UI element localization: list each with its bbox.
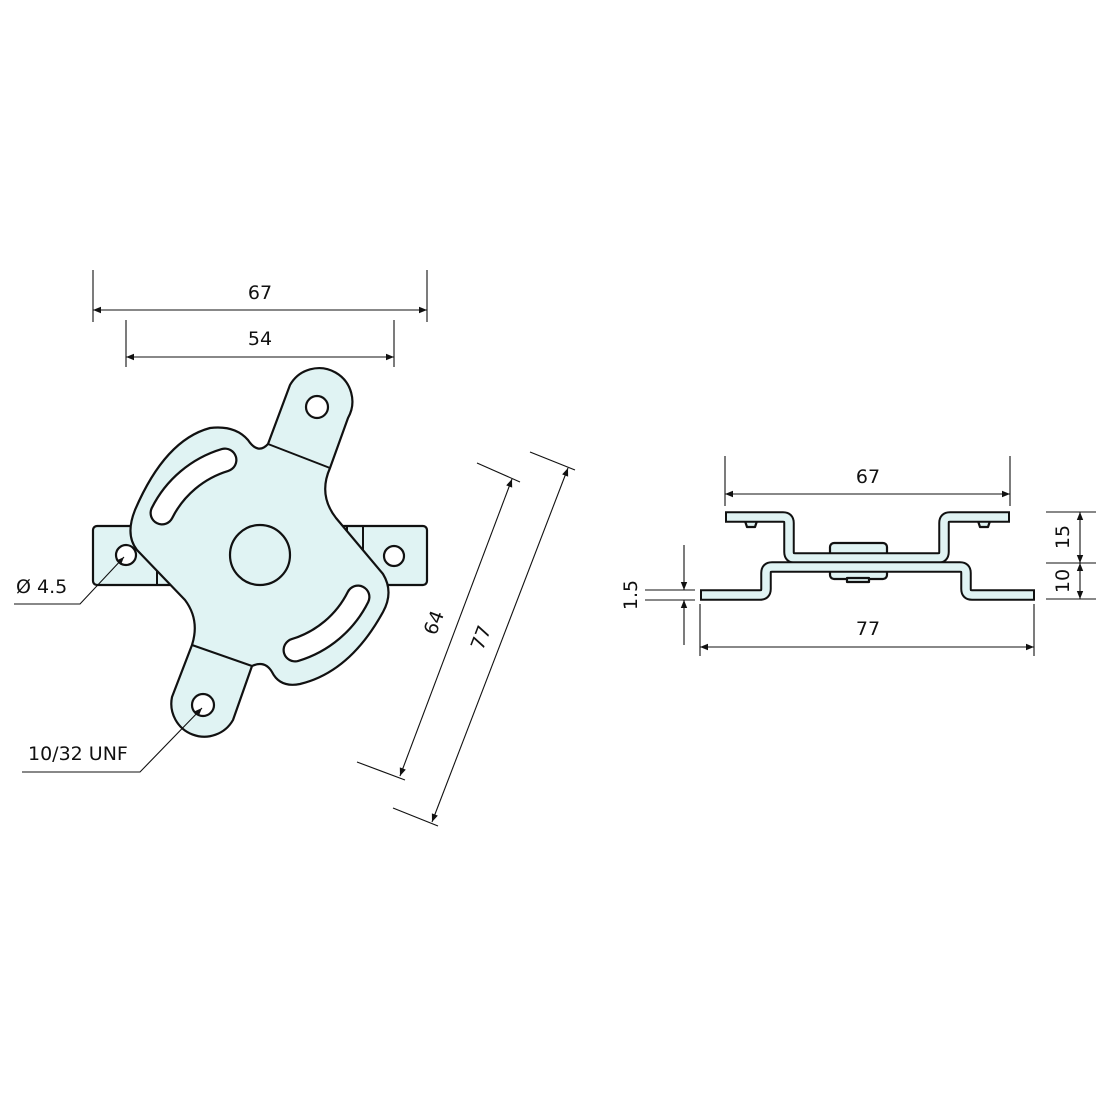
tab-hole-top	[304, 394, 330, 420]
upper-bracket	[725, 511, 1010, 564]
tab-hole-bottom	[190, 692, 216, 718]
side-dim-10-label: 10	[1052, 569, 1074, 593]
thread-callout: 10/32 UNF	[28, 743, 128, 765]
dim-77-label: 77	[467, 623, 496, 653]
leader-hole	[14, 556, 125, 605]
center-pivot	[228, 523, 292, 587]
dim-67-label: 67	[248, 282, 272, 304]
slot-upper	[149, 447, 238, 526]
hole-callout: Ø 4.5	[16, 576, 67, 598]
side-dim-thickness-label: 1.5	[620, 580, 642, 610]
side-dim-67-label: 67	[856, 466, 880, 488]
pivot-rivet	[845, 576, 871, 584]
side-dim-77-label: 77	[856, 618, 880, 640]
dim-54-label: 54	[248, 328, 272, 350]
slot-lower	[282, 584, 371, 663]
dim-line-64	[399, 478, 513, 777]
dim-line-77	[431, 467, 569, 823]
side-view: 67 77 15 10 1.5	[620, 456, 1096, 656]
leader-thread	[22, 707, 203, 773]
hole-right	[382, 544, 406, 568]
lower-bracket	[700, 561, 1035, 601]
top-view: 67 54 64 77 Ø 4.5 10/32 UNF	[14, 270, 576, 827]
side-dim-15-label: 15	[1052, 525, 1074, 549]
dim-64-label: 64	[420, 608, 449, 638]
